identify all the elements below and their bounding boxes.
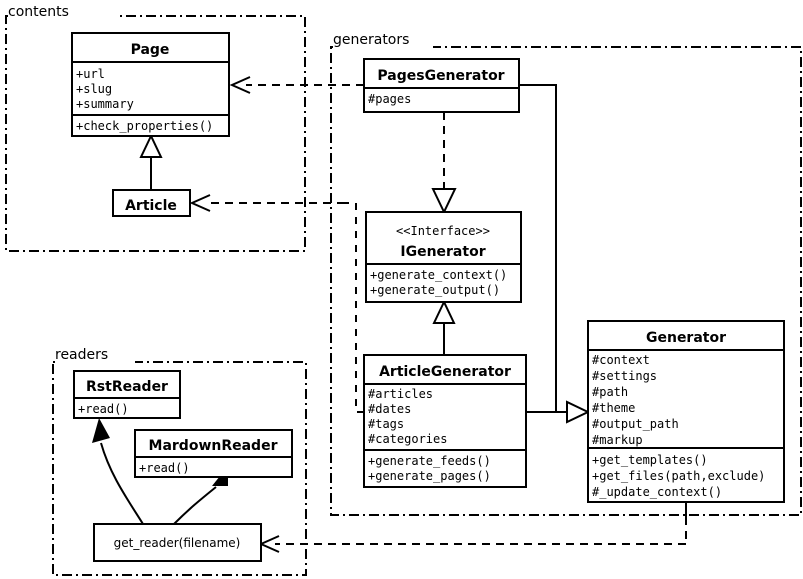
- class-generator-title: Generator: [646, 330, 726, 346]
- class-generator-attr-2: #path: [592, 385, 628, 399]
- class-article-title: Article: [125, 198, 177, 214]
- class-generator-frame: [587, 320, 785, 503]
- class-pages-generator-attr-0: #pages: [368, 92, 411, 106]
- package-generators-label: generators: [333, 32, 409, 48]
- class-article-generator-method-1: +generate_pages(): [368, 469, 491, 483]
- edge-articlegenerator-to-igenerator: [432, 299, 456, 355]
- class-rst-reader-frame: [73, 370, 181, 419]
- package-generators-border: [330, 46, 802, 516]
- function-get-reader-frame: [93, 523, 262, 562]
- function-get-reader-label: get_reader(filename): [114, 536, 241, 550]
- class-generator[interactable]: Generator #context #settings #path #them…: [587, 320, 785, 503]
- class-pages-generator[interactable]: PagesGenerator #pages: [363, 58, 520, 113]
- class-mardown-reader-title: MardownReader: [149, 438, 278, 454]
- class-article-generator-attr-3: #categories: [368, 432, 447, 446]
- edge-articlegenerator-to-article: [189, 194, 364, 413]
- class-igenerator[interactable]: <<Interface>> IGenerator +generate_conte…: [365, 211, 522, 303]
- class-igenerator-frame: [365, 211, 522, 303]
- class-generator-attr-1: #settings: [592, 369, 657, 383]
- package-contents-label-bg: [8, 6, 118, 22]
- package-contents-label: contents: [8, 4, 69, 20]
- function-get-reader[interactable]: get_reader(filename): [93, 523, 262, 562]
- package-generators: generators: [330, 30, 802, 516]
- package-readers-border: [52, 361, 307, 576]
- class-generator-method-2: #_update_context(): [592, 485, 722, 499]
- class-article[interactable]: Article: [112, 189, 191, 217]
- dependency-arrowhead: [229, 76, 251, 94]
- class-generator-attr-3: #theme: [592, 401, 635, 415]
- class-mardown-reader[interactable]: MardownReader +read(): [134, 429, 293, 478]
- edge-article-to-page: [139, 133, 163, 190]
- generalization-arrowhead: [139, 133, 163, 158]
- class-article-generator-attr-2: #tags: [368, 417, 404, 431]
- class-generator-attr-5: #markup: [592, 433, 643, 447]
- class-page-attr-0: +url: [76, 67, 105, 81]
- edge-pagesgenerator-to-generator: [519, 84, 591, 424]
- class-igenerator-method-0: +generate_context(): [370, 268, 507, 282]
- class-rst-reader-method-0: +read(): [78, 402, 129, 416]
- class-article-generator-attr-1: #dates: [368, 402, 411, 416]
- class-igenerator-method-1: +generate_output(): [370, 283, 500, 297]
- class-article-generator-attr-0: #articles: [368, 387, 433, 401]
- class-page-frame: [71, 32, 230, 137]
- package-readers-label-bg: [55, 345, 135, 363]
- generalization-arrowhead: [432, 299, 456, 324]
- class-generator-attr-4: #output_path: [592, 417, 679, 431]
- class-page-method-0: +check_properties(): [76, 119, 213, 133]
- class-article-generator-title: ArticleGenerator: [379, 364, 511, 380]
- class-rst-reader-title: RstReader: [86, 379, 168, 395]
- class-pages-generator-title: PagesGenerator: [377, 68, 504, 84]
- package-readers: readers: [52, 345, 307, 576]
- class-page-attr-2: +summary: [76, 97, 134, 111]
- class-article-generator[interactable]: ArticleGenerator #articles #dates #tags …: [363, 354, 527, 488]
- class-article-generator-method-0: +generate_feeds(): [368, 454, 491, 468]
- edge-generator-to-getreader: [258, 502, 687, 553]
- generalization-arrowhead: [566, 400, 591, 424]
- class-generator-method-1: +get_files(path,exclude): [592, 469, 765, 483]
- class-pages-generator-frame: [363, 58, 520, 113]
- package-contents: contents: [5, 4, 306, 252]
- edge-getreader-to-rstreader: [92, 418, 144, 525]
- class-page-attr-1: +slug: [76, 82, 112, 96]
- class-mardown-reader-method-0: +read(): [139, 461, 190, 475]
- class-page[interactable]: Page +url +slug +summary +check_properti…: [71, 32, 230, 137]
- realization-arrowhead: [431, 188, 457, 215]
- edge-pagesgenerator-to-page: [229, 76, 364, 94]
- class-igenerator-stereotype: <<Interface>>: [396, 224, 490, 238]
- class-article-frame: [112, 189, 191, 217]
- class-mardown-reader-frame: [134, 429, 293, 478]
- class-generator-attr-0: #context: [592, 353, 650, 367]
- package-generators-label-bg: [333, 30, 433, 48]
- package-readers-label: readers: [55, 347, 108, 363]
- dependency-arrowhead: [189, 194, 211, 212]
- package-contents-border: [5, 15, 306, 252]
- class-igenerator-title: IGenerator: [400, 244, 485, 260]
- class-article-generator-frame: [363, 354, 527, 488]
- class-page-title: Page: [131, 42, 170, 58]
- uses-arrowhead: [92, 418, 110, 443]
- class-rst-reader[interactable]: RstReader +read(): [73, 370, 181, 419]
- edge-pagesgenerator-to-igenerator: [431, 112, 457, 215]
- class-generator-method-0: +get_templates(): [592, 453, 708, 467]
